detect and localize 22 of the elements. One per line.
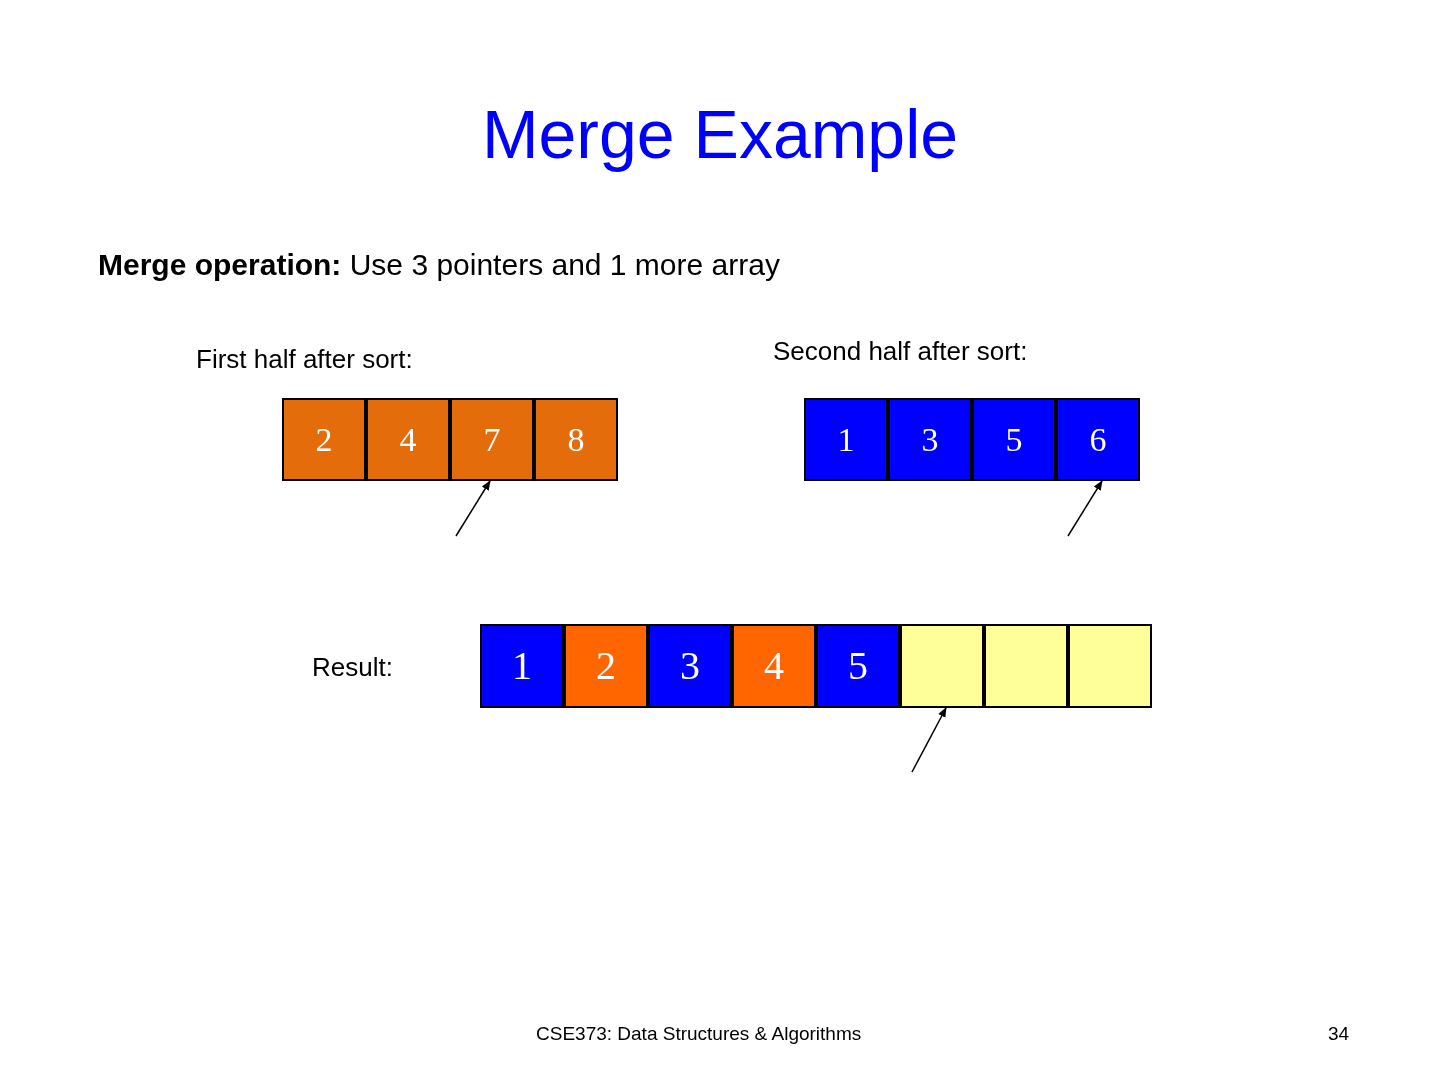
array-label: Result: <box>312 651 393 684</box>
array-cell: 6 <box>1056 398 1140 481</box>
array-cell: 1 <box>480 624 564 708</box>
array-cell: 7 <box>450 398 534 481</box>
pointer-arrow <box>455 480 491 537</box>
array-cell: 1 <box>804 398 888 481</box>
array-cell: 5 <box>972 398 1056 481</box>
array-cell: 5 <box>816 624 900 708</box>
label-text: Merge operation: Use 3 pointers and 1 more array <box>98 247 780 283</box>
array-label: Second half after sort: <box>773 335 1028 368</box>
array-cell: 2 <box>564 624 648 708</box>
array-cell: 8 <box>534 398 618 481</box>
array-label: First half after sort: <box>196 343 413 376</box>
footer-text: CSE373: Data Structures & Algorithms <box>536 1022 862 1046</box>
array-cell: 4 <box>732 624 816 708</box>
pointer-arrow <box>1067 480 1103 537</box>
array-cell: 4 <box>366 398 450 481</box>
pointer-arrow <box>911 707 947 773</box>
array-cell: 2 <box>282 398 366 481</box>
array-cell: 3 <box>648 624 732 708</box>
array-cell: 3 <box>888 398 972 481</box>
page-number: 34 <box>1328 1022 1350 1046</box>
